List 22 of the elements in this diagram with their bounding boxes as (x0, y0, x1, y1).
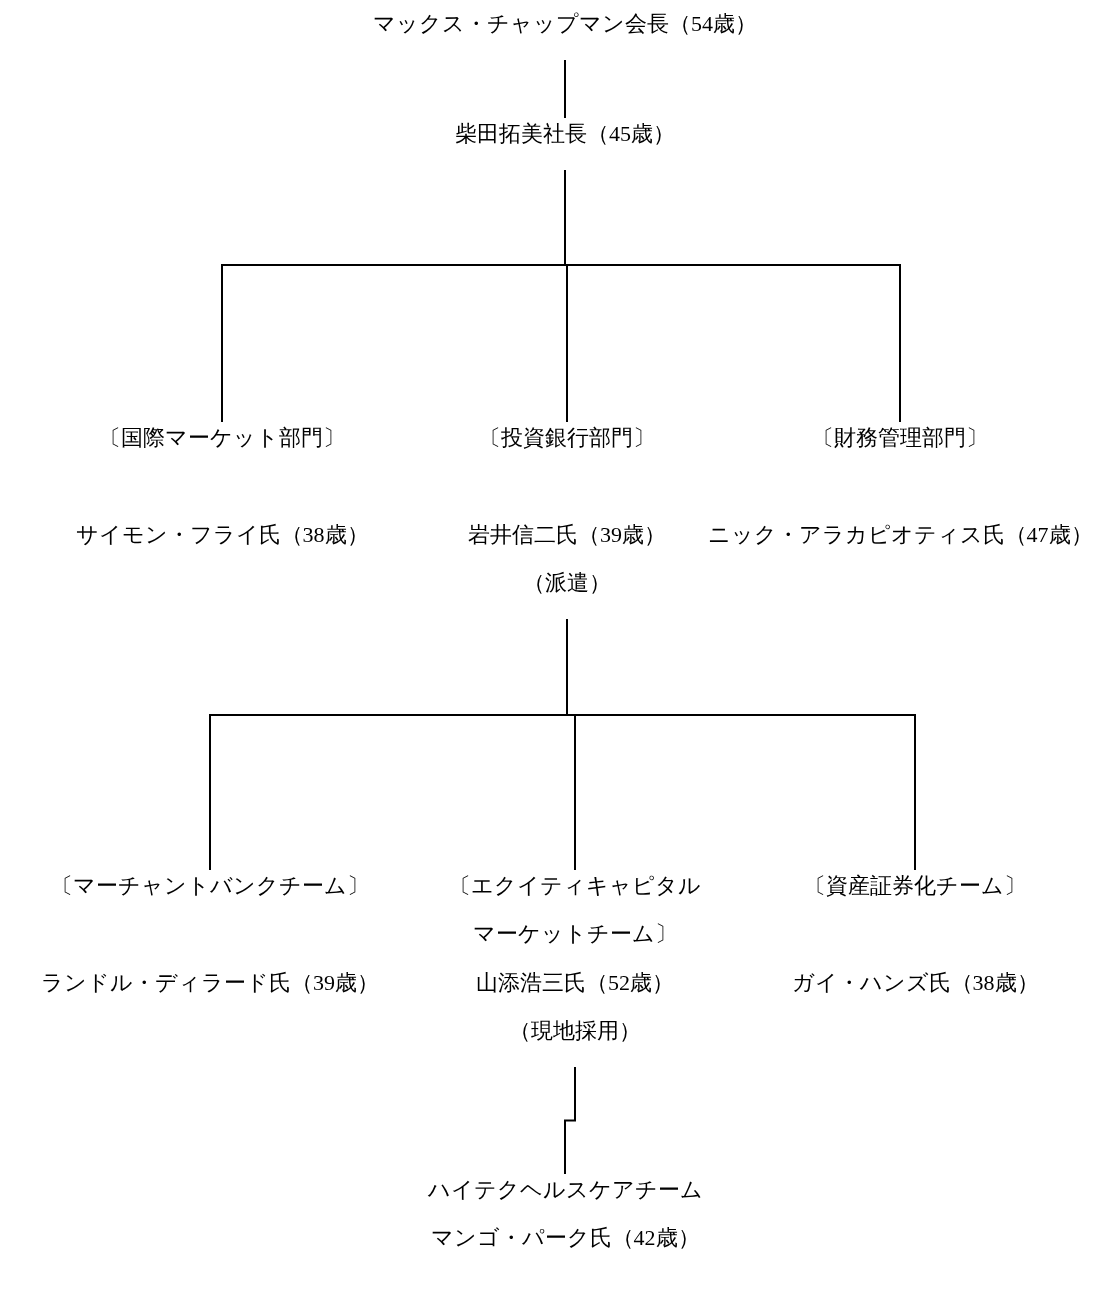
org-label: 〔資産証券化チーム〕 (804, 873, 1026, 898)
org-label: ニック・アラカピオティス氏（47歳） (707, 522, 1093, 547)
org-label: 〔投資銀行部門〕 (479, 425, 655, 450)
org-label: ランドル・ディラード氏（39歳） (41, 970, 379, 995)
org-label: 柴田拓美社長（45歳） (455, 121, 675, 146)
org-label: ハイテクヘルスケアチーム (427, 1177, 703, 1202)
org-label: マンゴ・パーク氏（42歳） (430, 1225, 700, 1250)
connector-line (564, 169, 901, 423)
connector-line (564, 59, 566, 119)
org-label: ガイ・ハンズ氏（38歳） (791, 970, 1039, 995)
org-label: （現地採用） (509, 1018, 641, 1043)
org-label: 山添浩三氏（52歳） (476, 970, 674, 995)
org-label: 〔財務管理部門〕 (812, 425, 988, 450)
org-label: 〔マーチャントバンクチーム〕 (51, 873, 369, 898)
connector-line (564, 1066, 576, 1175)
org-label: 〔国際マーケット部門〕 (99, 425, 345, 450)
org-label: 岩井信二氏（39歳） (468, 522, 666, 547)
org-label: 〔エクイティキャピタルマーケットチーム〕 (449, 873, 701, 946)
org-label: マックス・チャップマン会長（54歳） (373, 11, 757, 36)
org-label: サイモン・フライ氏（38歳） (75, 522, 369, 547)
org-label: （派遣） (523, 570, 611, 595)
connector-line (566, 618, 916, 871)
